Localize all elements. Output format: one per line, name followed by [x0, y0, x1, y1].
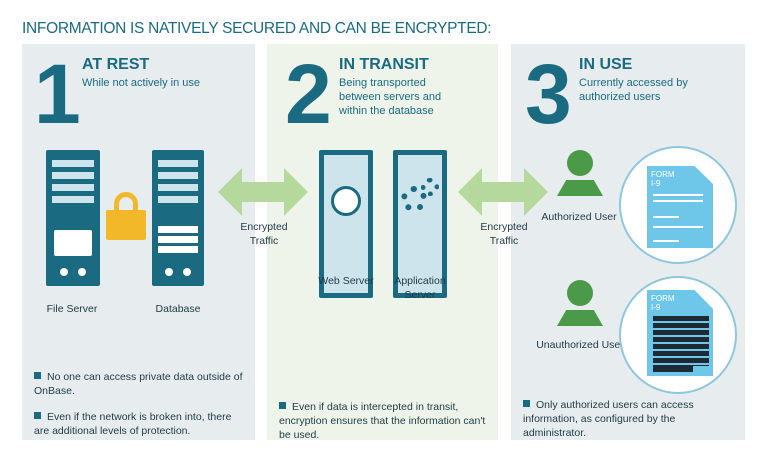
web-server-label: Web Server — [318, 275, 374, 287]
authorized-user-icon — [557, 150, 603, 198]
gear-icon — [401, 186, 427, 212]
file-server-label: File Server — [46, 303, 98, 315]
encrypted-traffic-label: Encrypted Traffic — [480, 221, 528, 247]
panel-in-use: 3 IN USE Currently accessed by authorize… — [511, 44, 745, 440]
unauthorized-user-icon — [557, 280, 603, 328]
panel-subtitle: While not actively in use — [82, 77, 200, 89]
page-title: INFORMATION IS NATIVELY SECURED AND CAN … — [22, 20, 492, 37]
panel-subtitle: Currently accessed by authorized users — [579, 77, 688, 103]
double-arrow-icon — [218, 168, 308, 216]
web-server-icon — [319, 150, 373, 298]
authorized-document-view: FORM I-9 — [619, 146, 737, 264]
bullet: Only authorized users can access informa… — [523, 399, 694, 439]
gear-icon — [421, 178, 439, 196]
database-label: Database — [155, 303, 201, 315]
step-number: 3 — [525, 47, 572, 141]
panel-in-transit: 2 IN TRANSIT Being transported between s… — [267, 44, 498, 441]
application-server-icon — [393, 150, 447, 298]
panel-heading: IN TRANSIT — [339, 56, 429, 73]
lock-icon — [106, 192, 146, 240]
bullet: Even if data is intercepted in transit, … — [279, 401, 486, 441]
double-arrow-icon — [458, 168, 548, 216]
encrypted-traffic-label: Encrypted Traffic — [240, 221, 288, 247]
panel-subtitle: Being transported between servers and wi… — [339, 77, 442, 117]
step-number: 1 — [34, 47, 81, 141]
database-icon — [152, 150, 204, 286]
authorized-user-label: Authorized User — [541, 211, 617, 223]
redacted-document-icon: FORM I-9 — [647, 290, 713, 376]
panel-heading: AT REST — [82, 56, 150, 73]
bullet: Even if the network is broken into, ther… — [34, 411, 232, 437]
panel-heading: IN USE — [579, 56, 633, 73]
unauthorized-user-label: Unauthorized User — [536, 339, 624, 351]
globe-icon — [331, 186, 361, 216]
panel-at-rest: 1 AT REST While not actively in use File… — [22, 44, 255, 440]
document-icon: FORM I-9 — [647, 166, 713, 248]
step-number: 2 — [285, 47, 332, 141]
unauthorized-document-view: FORM I-9 — [619, 276, 737, 394]
application-server-label: Application Server — [394, 275, 446, 301]
bullet: No one can access private data outside o… — [34, 371, 243, 397]
file-server-icon — [46, 150, 100, 286]
